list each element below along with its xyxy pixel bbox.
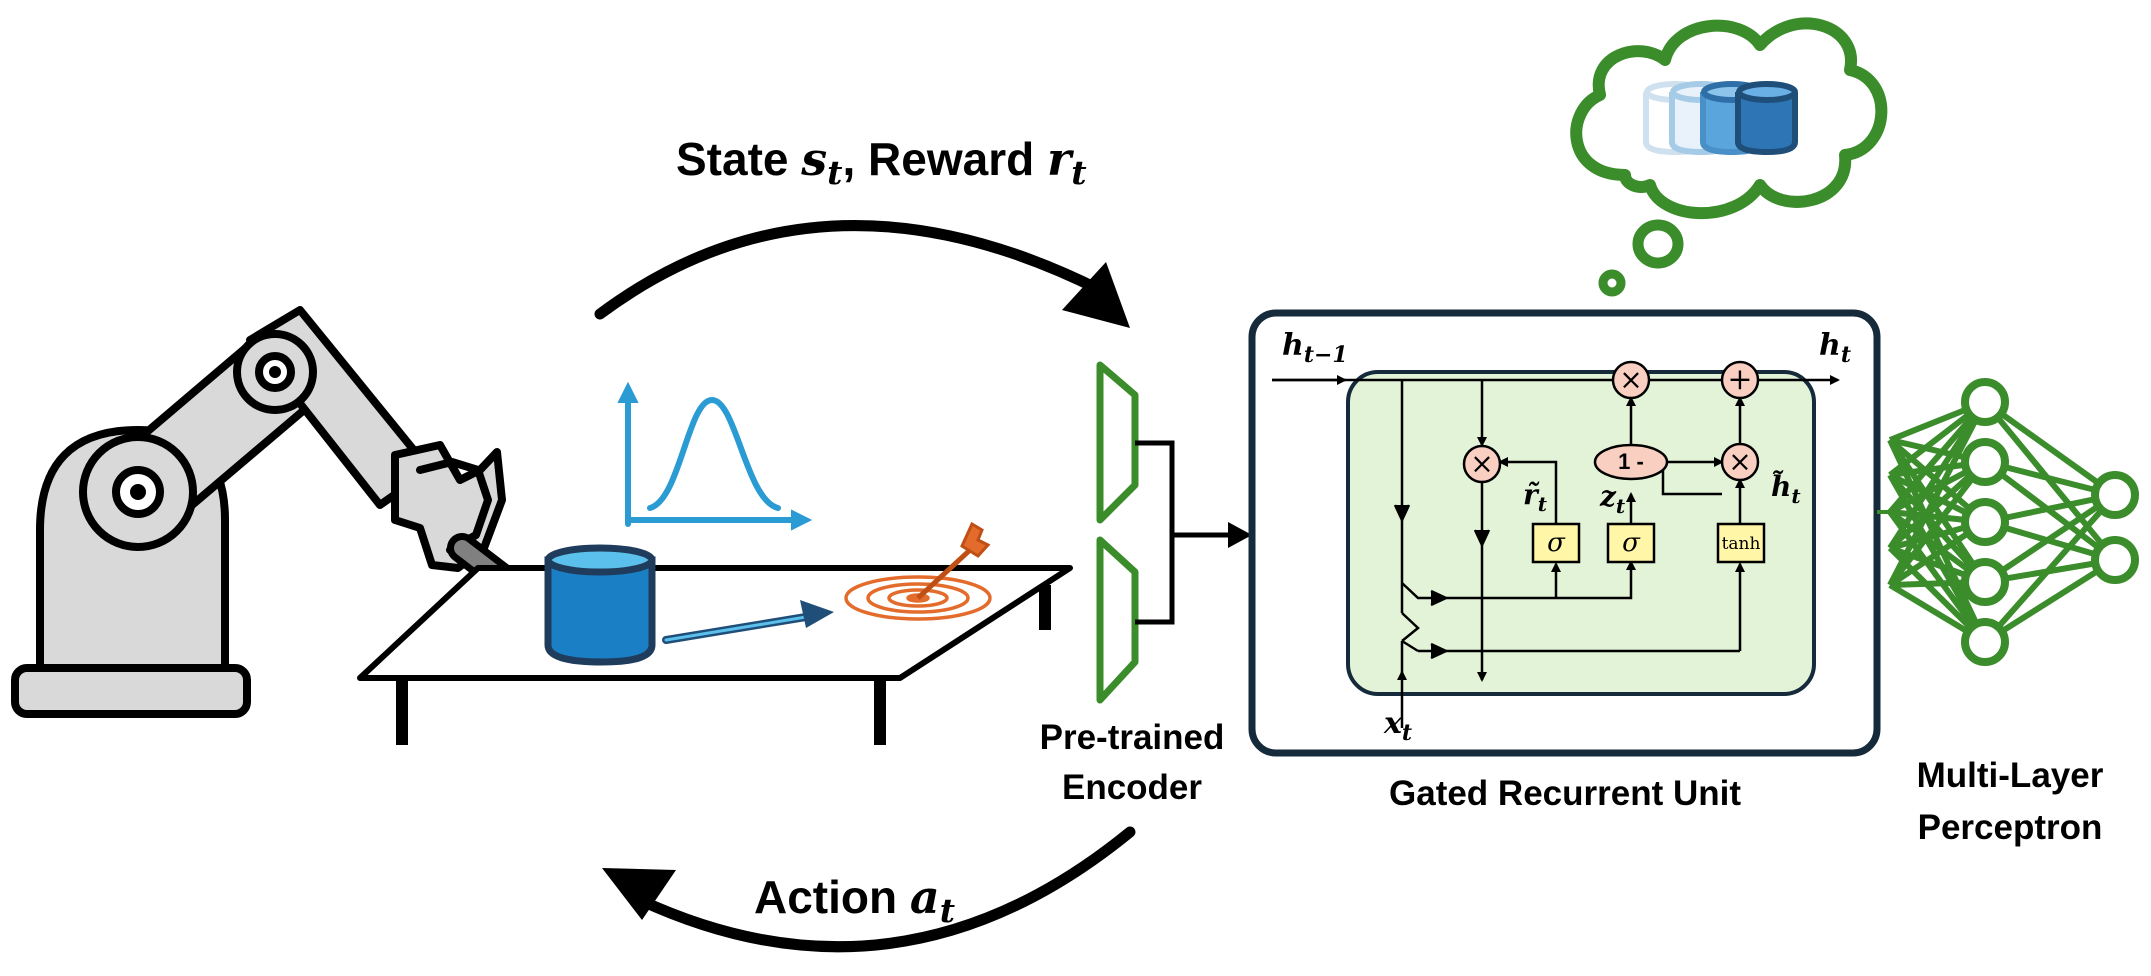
- z-gate-sub: t: [1615, 494, 1626, 518]
- action-var: a: [909, 870, 940, 924]
- z-gate-label: zt: [1600, 480, 1625, 518]
- encoder-to-gru-connector: [1135, 440, 1252, 625]
- mlp-edge: [1887, 400, 1988, 514]
- gru-sigma-r-box: [1531, 522, 1581, 564]
- h-out-label: ht: [1819, 328, 1851, 368]
- h-cand-var: h̃: [1771, 470, 1792, 503]
- reward-var: r: [1046, 132, 1072, 186]
- encoder-label: Pre-trained Encoder: [1012, 713, 1252, 813]
- table-icon: [357, 565, 1073, 745]
- x-in-var: x: [1384, 706, 1402, 741]
- sigma-z-glyph: σ: [1622, 528, 1640, 558]
- state-word: State: [676, 133, 789, 185]
- h-prev-label: ht−1: [1282, 328, 1348, 368]
- h-cand-sub: t: [1791, 484, 1801, 508]
- mlp-network-icon: [1887, 378, 2139, 666]
- gru-multiply-cand: [1720, 442, 1760, 482]
- state-var: s: [801, 132, 828, 186]
- mlp-hidden-node: [1961, 438, 2009, 486]
- distribution-chart-icon: [617, 381, 813, 531]
- encoder-label-line1: Pre-trained: [1039, 718, 1225, 757]
- mlp-edge: [1982, 493, 2118, 644]
- h-cand-label: h̃t: [1771, 470, 1801, 508]
- mlp-label-line1: Multi-Layer: [1916, 756, 2104, 795]
- reward-sub: t: [1071, 153, 1087, 193]
- plus-glyph: +: [1727, 362, 1753, 397]
- action-word: Action: [754, 871, 898, 923]
- r-gate-sub: t: [1537, 492, 1548, 516]
- reward-word: Reward: [868, 133, 1035, 185]
- tanh-glyph: tanh: [1721, 534, 1761, 554]
- r-gate-label: r̃t: [1523, 478, 1547, 516]
- cylinder-object-icon: [544, 544, 656, 666]
- mlp-hidden-node: [1961, 618, 2009, 666]
- gru-caption: Gated Recurrent Unit: [1389, 774, 1741, 813]
- gru-one-minus: [1593, 443, 1669, 481]
- action-sub: t: [939, 891, 955, 931]
- action-arrow: [602, 826, 1136, 953]
- state-sub: t: [827, 153, 843, 193]
- h-prev-var: h: [1282, 328, 1304, 363]
- times-glyph-cand: ×: [1728, 445, 1752, 478]
- mlp-hidden-node: [1961, 378, 2009, 426]
- x-in-label: xt: [1384, 706, 1412, 746]
- encoder-label-line2: Encoder: [1061, 768, 1203, 807]
- mlp-edge: [1983, 399, 2117, 498]
- mlp-output-node: [2091, 536, 2139, 584]
- mlp-edge: [1983, 492, 2117, 585]
- one-minus-glyph: 1 -: [1618, 449, 1644, 474]
- mlp-label: Multi-Layer Perceptron: [1880, 750, 2140, 854]
- thought-cloud-icon: [1570, 17, 1888, 297]
- mlp-edge: [1887, 400, 1988, 587]
- times-glyph-top: ×: [1619, 363, 1643, 396]
- mlp-hidden-node: [1961, 498, 2009, 546]
- target-icon: [844, 521, 992, 621]
- gru-multiply-top: [1611, 360, 1651, 400]
- z-gate-var: z: [1600, 480, 1616, 513]
- h-out-sub: t: [1840, 342, 1851, 368]
- times-glyph-r: ×: [1470, 447, 1494, 480]
- state-reward-label: State st, Reward rt: [676, 132, 1087, 193]
- mlp-edge: [1983, 557, 2117, 645]
- gru-plus-top: [1720, 360, 1760, 400]
- state-reward-arrow: [594, 220, 1130, 328]
- gru-sigma-z-box: [1606, 522, 1656, 564]
- h-prev-sub: t−1: [1303, 342, 1348, 368]
- sigma-r-glyph: σ: [1547, 528, 1565, 558]
- gru-tanh-box: [1716, 522, 1766, 564]
- x-in-sub: t: [1401, 720, 1413, 746]
- mlp-edge: [1887, 460, 1988, 587]
- mlp-hidden-node: [1961, 558, 2009, 606]
- r-gate-var: r̃: [1523, 478, 1538, 511]
- action-label: Action at: [754, 870, 955, 930]
- encoder-icon: [1096, 361, 1139, 704]
- gru-multiply-r: [1462, 444, 1502, 484]
- push-direction-arrow: [662, 600, 834, 644]
- mlp-label-line2: Perceptron: [1917, 808, 2103, 847]
- h-out-var: h: [1819, 328, 1841, 363]
- mlp-output-node: [2091, 471, 2139, 519]
